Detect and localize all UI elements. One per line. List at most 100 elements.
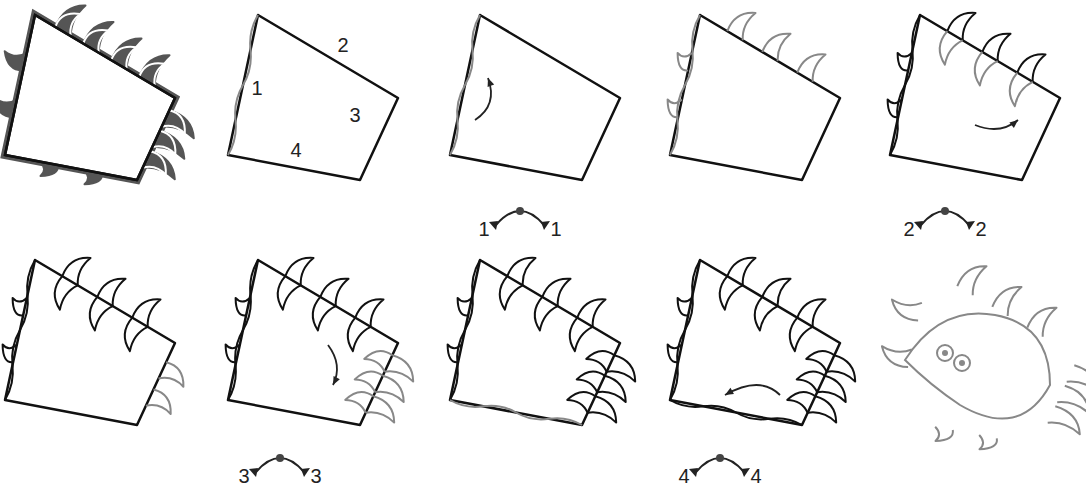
arrowhead <box>249 468 258 477</box>
callout-number: 2 <box>903 219 914 239</box>
fin <box>458 298 472 316</box>
fin <box>947 13 975 40</box>
fin <box>285 258 313 285</box>
fin <box>90 297 113 331</box>
paper-square <box>450 15 620 180</box>
paper-square <box>5 260 175 425</box>
fin <box>125 318 148 351</box>
fin <box>882 346 912 367</box>
fin <box>982 34 1010 61</box>
fin <box>678 298 692 316</box>
fin <box>159 362 184 387</box>
silhouette <box>5 15 175 180</box>
callout-number: 4 <box>290 140 301 160</box>
fin <box>762 279 790 306</box>
paper-square <box>228 15 398 180</box>
fin <box>366 396 395 422</box>
paper-square <box>5 15 175 180</box>
fin <box>586 351 614 372</box>
fin <box>1017 54 1045 81</box>
callout-number: 1 <box>478 219 489 239</box>
fin <box>668 345 682 363</box>
fin <box>892 300 922 321</box>
arrowhead <box>489 221 498 230</box>
fin <box>348 318 371 351</box>
arrowhead <box>488 78 495 87</box>
cut-line <box>5 260 35 400</box>
cut-line <box>670 15 700 155</box>
fin <box>146 390 171 415</box>
fin <box>762 34 790 61</box>
eye <box>954 355 970 371</box>
fin <box>62 258 90 285</box>
fin <box>13 298 27 316</box>
fin <box>345 392 373 413</box>
callout-number: 4 <box>750 466 761 486</box>
fin <box>507 258 535 285</box>
callout-number: 4 <box>678 466 689 486</box>
fin <box>797 54 825 81</box>
cut-line <box>670 260 700 400</box>
fin <box>957 266 986 295</box>
fin <box>720 276 743 309</box>
pupil <box>942 350 948 356</box>
fish-body <box>905 313 1050 418</box>
arrowhead <box>689 468 698 477</box>
rotate-dot <box>276 454 284 462</box>
pupil <box>959 360 965 366</box>
arrowhead <box>725 388 734 395</box>
fin <box>567 392 595 413</box>
fin <box>132 299 160 326</box>
rotate-dot <box>716 454 724 462</box>
fin <box>898 53 912 71</box>
arrowhead <box>966 221 975 230</box>
fin <box>364 351 392 372</box>
fin <box>790 318 813 351</box>
arrowhead <box>333 376 340 385</box>
fold-arrow <box>975 120 1018 129</box>
paper-square <box>5 15 175 180</box>
fin <box>755 297 778 331</box>
fin <box>320 279 348 306</box>
arrowhead <box>301 468 310 477</box>
fin <box>542 279 570 306</box>
fin <box>975 52 998 86</box>
paper-square <box>450 260 620 425</box>
fin <box>940 31 963 64</box>
fin <box>535 297 558 331</box>
fin <box>797 299 825 326</box>
cut-line <box>890 15 920 155</box>
fin <box>1048 406 1080 434</box>
paper-square <box>228 260 398 425</box>
fin <box>935 427 953 441</box>
cut-line <box>450 15 480 155</box>
fin <box>55 276 78 309</box>
eye <box>937 345 953 361</box>
fin <box>313 297 336 331</box>
fin <box>570 318 593 351</box>
callout-number: 2 <box>975 219 986 239</box>
fin <box>236 298 250 316</box>
callout-number: 2 <box>337 35 348 55</box>
rotate-dot <box>941 207 949 215</box>
fin <box>1067 365 1086 393</box>
arrowhead <box>741 468 750 477</box>
arrowhead <box>1009 120 1018 128</box>
fin <box>577 371 605 392</box>
arrowhead <box>541 221 550 230</box>
fold-arrow <box>725 385 780 395</box>
fin <box>355 371 383 392</box>
paper-square <box>890 15 1060 180</box>
paper-square <box>670 15 840 180</box>
fin <box>226 345 240 363</box>
fin <box>577 299 605 326</box>
callout-number: 3 <box>349 105 360 125</box>
rotate-dot <box>516 207 524 215</box>
cut-line <box>670 400 802 425</box>
fin <box>678 53 692 71</box>
fin <box>979 435 997 449</box>
fin <box>355 299 383 326</box>
callout-number: 3 <box>238 466 249 486</box>
callout-number: 1 <box>550 219 561 239</box>
